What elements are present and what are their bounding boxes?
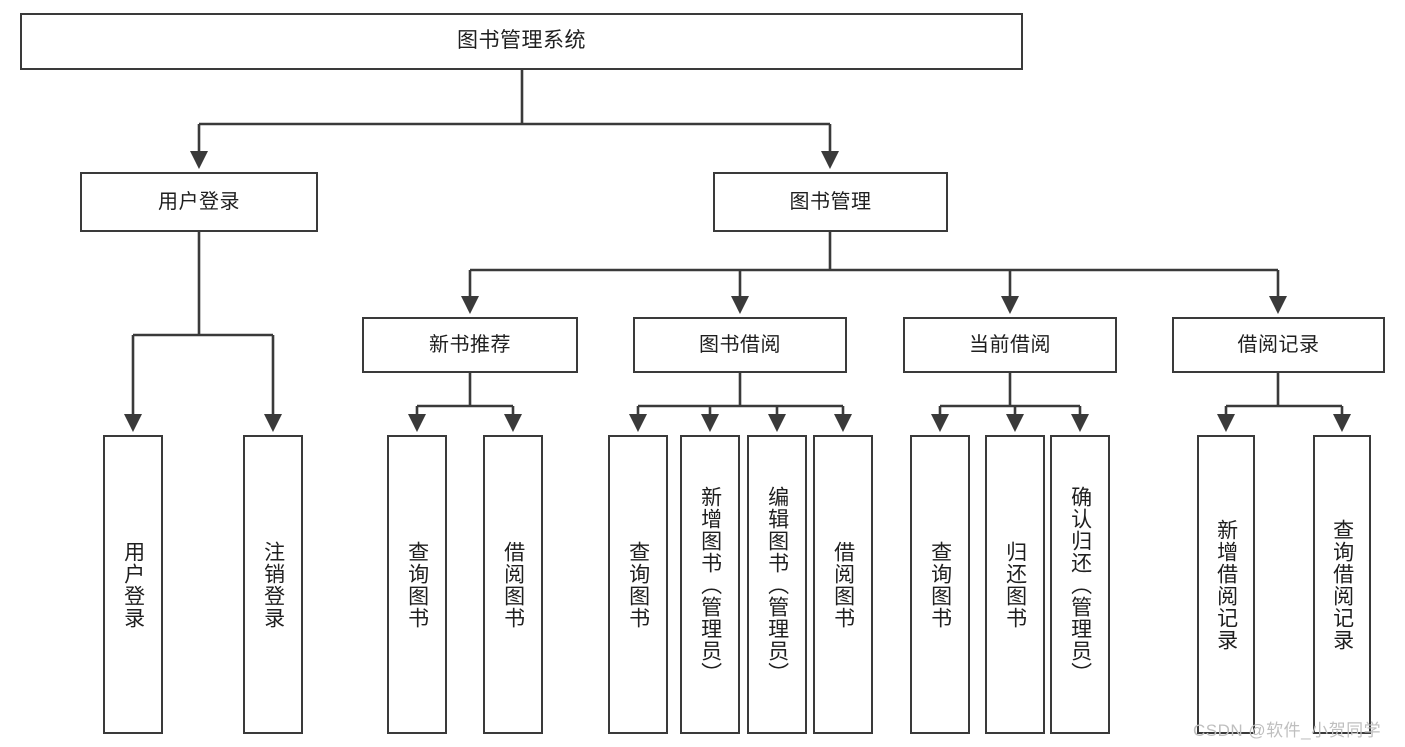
node-label: 编辑图书（管理员） [765,485,789,684]
node-label: 用户登录 [158,190,240,213]
leaf-query-book-2[interactable]: 查询图书 [608,435,668,734]
node-label: 新增图书（管理员） [698,485,722,684]
node-label: 新增借阅记录 [1214,518,1238,651]
leaf-query-book-3[interactable]: 查询图书 [910,435,970,734]
node-user-login[interactable]: 用户登录 [80,172,318,232]
leaf-return-book[interactable]: 归还图书 [985,435,1045,734]
node-label: 借阅记录 [1237,333,1320,356]
leaf-edit-book[interactable]: 编辑图书（管理员） [747,435,807,734]
leaf-add-record[interactable]: 新增借阅记录 [1197,435,1255,734]
node-book-management-system[interactable]: 图书管理系统 [20,13,1023,70]
node-new-book-recommendation[interactable]: 新书推荐 [362,317,578,373]
node-book-borrowing[interactable]: 图书借阅 [633,317,847,373]
node-current-borrowing[interactable]: 当前借阅 [903,317,1117,373]
node-label: 当前借阅 [969,333,1051,356]
node-label: 归还图书 [1003,540,1027,629]
node-label: 图书管理系统 [457,29,586,53]
leaf-borrow-book-2[interactable]: 借阅图书 [813,435,873,734]
node-book-management[interactable]: 图书管理 [713,172,948,232]
node-label: 借阅图书 [501,540,525,629]
node-label: 注销登录 [261,540,285,629]
leaf-confirm-return[interactable]: 确认归还（管理员） [1050,435,1110,734]
leaf-borrow-book-1[interactable]: 借阅图书 [483,435,543,734]
leaf-add-book[interactable]: 新增图书（管理员） [680,435,740,734]
node-label: 新书推荐 [429,333,511,356]
node-label: 借阅图书 [831,540,855,629]
node-borrow-record[interactable]: 借阅记录 [1172,317,1385,373]
leaf-logout[interactable]: 注销登录 [243,435,303,734]
node-label: 用户登录 [121,540,145,629]
node-label: 确认归还（管理员） [1068,485,1092,684]
csdn-watermark: CSDN @软件_小贺同学 [1193,721,1382,740]
node-label: 查询图书 [626,540,650,629]
node-label: 图书管理 [789,190,872,213]
node-label: 查询图书 [928,540,952,629]
leaf-user-login[interactable]: 用户登录 [103,435,163,734]
node-label: 图书借阅 [699,333,781,356]
leaf-query-record[interactable]: 查询借阅记录 [1313,435,1371,734]
node-label: 查询图书 [405,540,429,629]
leaf-query-book-1[interactable]: 查询图书 [387,435,447,734]
node-label: 查询借阅记录 [1330,518,1354,651]
